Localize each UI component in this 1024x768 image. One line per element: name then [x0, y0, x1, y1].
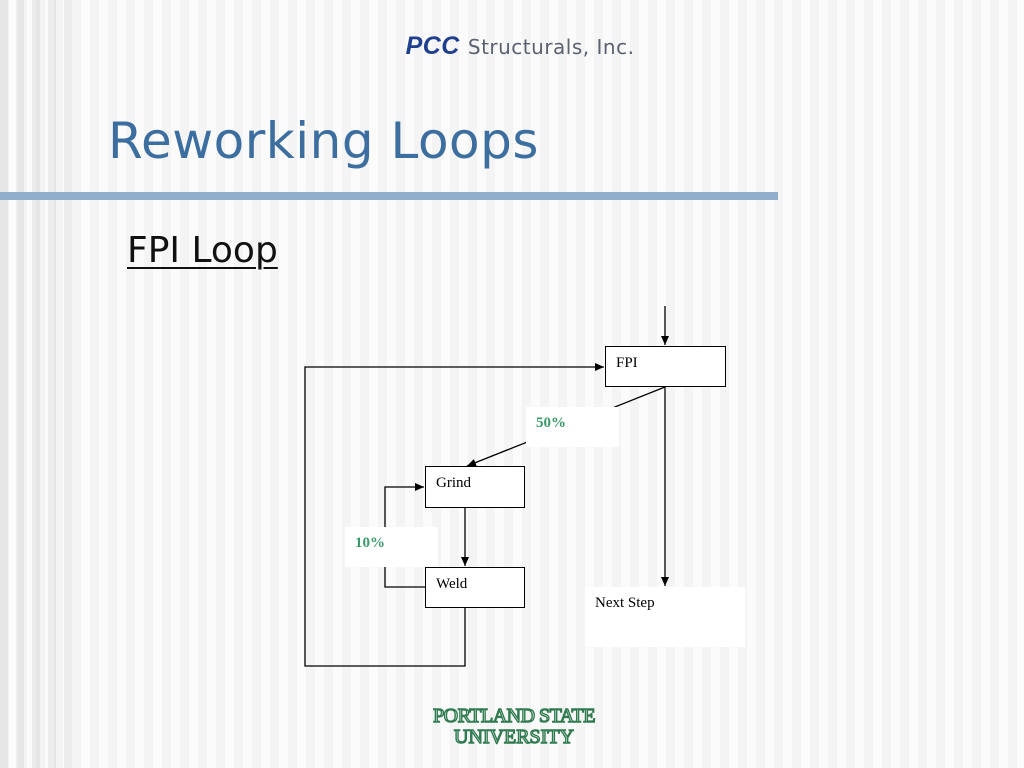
- brand-suffix: Structurals, Inc.: [467, 35, 635, 59]
- node-grind: Grind: [425, 466, 525, 508]
- label-grind-rework: 10%: [345, 527, 438, 567]
- company-header: PCC Structurals, Inc.: [0, 32, 1024, 61]
- title-divider: [0, 192, 778, 200]
- slide-subtitle: FPI Loop: [127, 230, 278, 271]
- logo-line1: PORTLAND STATE: [433, 705, 595, 727]
- brand-name: PCC: [405, 32, 460, 60]
- node-grind-label: Grind: [436, 475, 471, 491]
- background-stripes: [0, 0, 80, 768]
- percent-50-label: 50%: [536, 415, 566, 431]
- node-weld: Weld: [425, 567, 525, 608]
- loop-weld-to-fpi: [304, 363, 604, 667]
- slide-title: Reworking Loops: [108, 112, 539, 170]
- label-fpi-rework: 50%: [526, 407, 619, 447]
- node-next-step-label: Next Step: [595, 595, 655, 611]
- portland-state-logo: PORTLAND STATE UNIVERSITY: [432, 704, 596, 748]
- node-weld-label: Weld: [436, 576, 468, 592]
- node-fpi-label: FPI: [616, 355, 638, 371]
- percent-10-label: 10%: [355, 535, 385, 551]
- logo-line2: UNIVERSITY: [454, 726, 574, 748]
- node-next-step: Next Step: [585, 587, 745, 647]
- node-fpi: FPI: [605, 346, 726, 387]
